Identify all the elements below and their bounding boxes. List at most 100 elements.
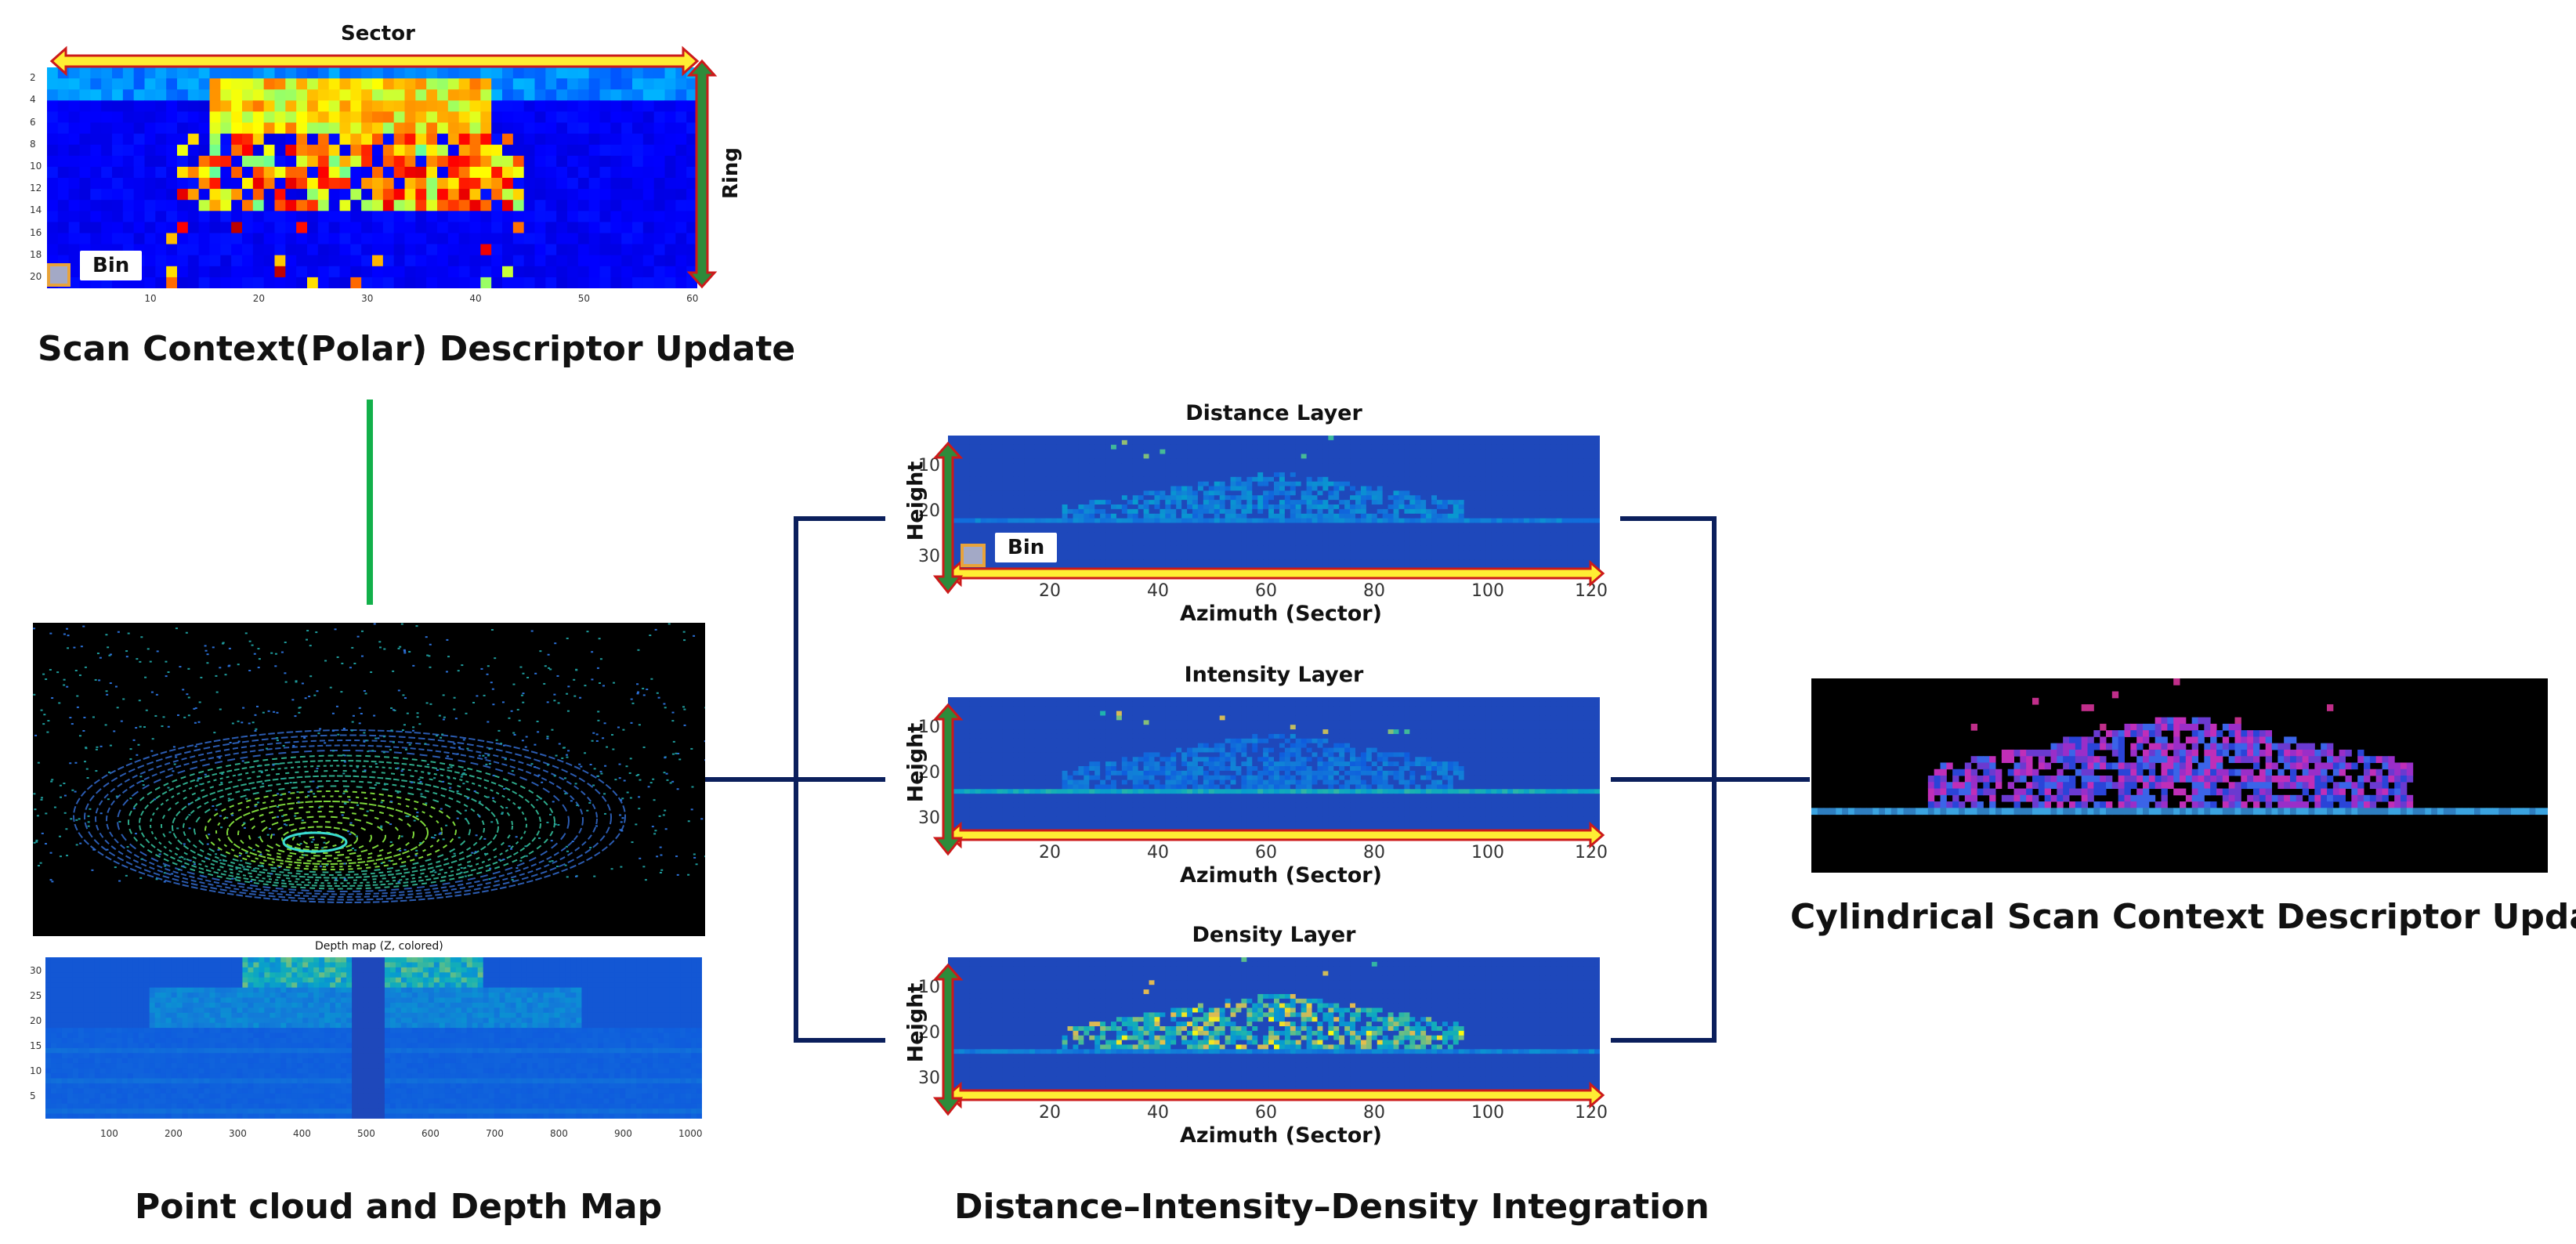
depth-cell xyxy=(428,962,435,968)
depth-cell xyxy=(160,1053,167,1059)
depth-cell xyxy=(664,987,670,993)
depth-cell xyxy=(543,1028,549,1034)
depth-cell xyxy=(526,1002,534,1008)
polar-cell xyxy=(263,67,275,79)
depth-cell xyxy=(121,962,128,968)
depth-cell xyxy=(61,967,68,973)
depth-cell xyxy=(625,1068,631,1074)
depth-cell xyxy=(631,972,637,978)
depth-cell xyxy=(439,1018,446,1024)
depth-cell xyxy=(302,1058,309,1064)
depth-cell xyxy=(335,1053,342,1059)
polar-cell xyxy=(653,222,665,233)
point xyxy=(85,768,89,770)
depth-cell xyxy=(603,1073,610,1079)
depth-cell xyxy=(313,1002,320,1008)
depth-cell xyxy=(477,972,484,978)
depth-cell xyxy=(587,1002,593,1008)
depth-cell xyxy=(395,1043,402,1049)
polar-cell xyxy=(317,144,330,157)
polar-cell xyxy=(350,111,362,123)
depth-cell xyxy=(176,977,183,983)
point xyxy=(117,631,120,633)
depth-cell xyxy=(275,967,281,973)
depth-cell xyxy=(378,1063,385,1069)
point xyxy=(565,845,568,848)
depth-cell xyxy=(330,1043,336,1049)
point xyxy=(475,834,478,837)
point xyxy=(591,678,594,681)
polar-cell xyxy=(415,233,427,245)
polar-cell xyxy=(274,122,286,135)
depth-cell xyxy=(411,1007,418,1014)
depth-cell xyxy=(439,1007,446,1014)
depth-cell xyxy=(406,1022,413,1029)
polar-cell xyxy=(480,122,492,135)
polar-cell xyxy=(447,78,460,90)
depth-cell xyxy=(669,1018,675,1024)
depth-cell xyxy=(341,957,347,963)
depth-cell xyxy=(428,1068,435,1074)
depth-cell xyxy=(297,1002,303,1008)
depth-cell xyxy=(319,1053,325,1059)
polar-cell xyxy=(231,244,243,256)
polar-cell xyxy=(68,166,80,179)
depth-cell xyxy=(346,1012,353,1018)
polar-cell xyxy=(285,166,297,179)
depth-cell xyxy=(324,1007,331,1014)
polar-cell xyxy=(144,244,156,256)
depth-cell xyxy=(94,1047,101,1054)
depth-cell xyxy=(494,1058,501,1064)
polar-cell xyxy=(361,178,373,190)
depth-cell xyxy=(488,967,495,973)
depth-cell xyxy=(532,1007,538,1014)
depth-cell xyxy=(259,993,265,998)
depth-cell xyxy=(614,987,620,993)
polar-cell xyxy=(447,244,460,256)
depth-cell xyxy=(204,1028,210,1034)
depth-cell xyxy=(565,977,571,983)
depth-cell xyxy=(110,1043,118,1049)
depth-cell xyxy=(143,1043,150,1049)
pointcloud-title: Point cloud and Depth Map xyxy=(135,1187,663,1227)
depth-cell xyxy=(363,967,369,973)
depth-cell xyxy=(132,1073,139,1079)
depth-cell xyxy=(526,987,534,993)
depth-cell xyxy=(182,1058,189,1064)
depth-cell xyxy=(138,987,145,993)
depth-cell xyxy=(664,1018,670,1024)
point xyxy=(297,801,300,803)
depth-cell xyxy=(89,967,96,973)
point xyxy=(284,681,288,683)
depth-cell xyxy=(620,1032,626,1039)
polar-cell xyxy=(469,133,481,146)
depth-cell xyxy=(675,1073,681,1079)
depth-cell xyxy=(686,982,692,989)
depth-cell xyxy=(121,967,128,973)
point xyxy=(194,707,197,709)
point xyxy=(546,701,549,703)
depth-cell xyxy=(592,1018,599,1024)
depth-cell xyxy=(242,1032,248,1039)
depth-cell xyxy=(581,993,588,998)
depth-cell xyxy=(78,997,85,1004)
depth-cell xyxy=(335,977,342,983)
depth-cell xyxy=(275,982,281,989)
depth-cell xyxy=(237,1022,243,1029)
depth-cell xyxy=(609,1007,615,1014)
depth-cell xyxy=(642,957,648,963)
depth-cell xyxy=(691,1022,697,1029)
depth-cell xyxy=(215,1058,221,1064)
depth-cell xyxy=(406,1043,413,1049)
polar-cell xyxy=(534,233,546,245)
polar-cell xyxy=(664,211,676,222)
point xyxy=(446,638,449,641)
polar-cell xyxy=(79,111,91,123)
depth-cell xyxy=(215,1018,221,1024)
polar-cell xyxy=(177,133,189,146)
depth-cell xyxy=(378,1047,385,1054)
polar-cell xyxy=(404,122,416,135)
depth-cell xyxy=(554,997,560,1004)
depth-cell xyxy=(543,982,549,989)
depth-cell xyxy=(450,1002,457,1008)
